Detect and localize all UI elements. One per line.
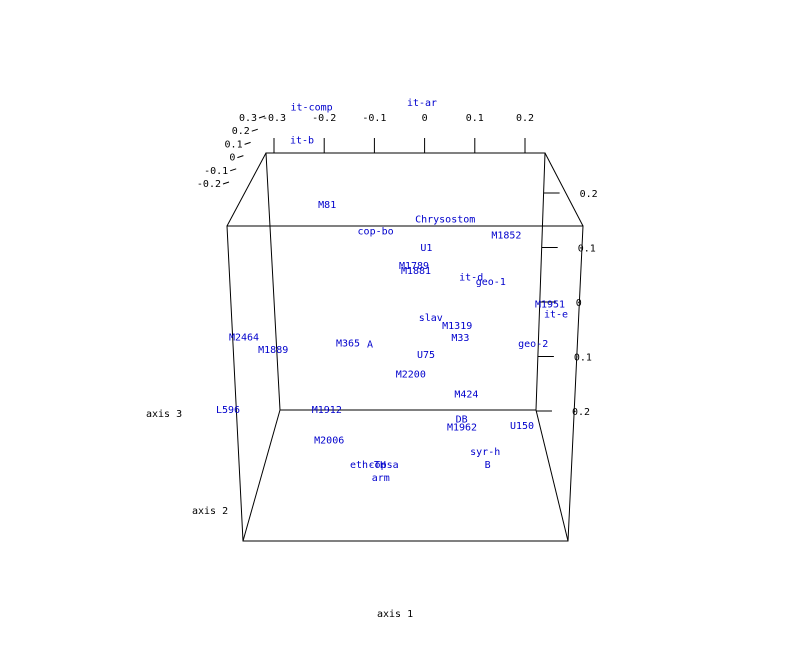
- axis-2-tick: [244, 141, 251, 145]
- point-label: B: [485, 460, 491, 471]
- point-label: eth-TH: [350, 460, 386, 471]
- point-label: M33: [451, 333, 469, 344]
- axis-2-tick-label: 0: [229, 153, 235, 164]
- point-label: M2200: [396, 369, 426, 380]
- box-edge-bottom-right: [535, 409, 569, 542]
- box-edge-top-right: [544, 152, 584, 227]
- point-label: M1912: [312, 405, 342, 416]
- point-label: it-b: [290, 136, 314, 147]
- axis-2-tick-label: -0.2: [197, 179, 221, 190]
- axis-2-tick: [230, 168, 237, 172]
- axis-1-title: axis 1: [377, 609, 413, 620]
- axis-1-tick-label: 0.2: [516, 113, 534, 124]
- point-label: U75: [417, 350, 435, 361]
- axis-2-tick-label: 0.2: [232, 126, 250, 137]
- point-label: L596: [216, 405, 240, 416]
- point-label: A: [367, 340, 373, 351]
- axis-2-title: axis 2: [192, 506, 228, 517]
- point-label: M365: [336, 338, 360, 349]
- axis-1-tick-label: -0.3: [262, 113, 286, 124]
- point-label: cop-bo: [358, 227, 394, 238]
- point-label: it-d: [459, 272, 483, 283]
- axis-2-tick-label: -0.1: [204, 166, 228, 177]
- axis-1-ticks: -0.3 -0.2 -0.1 0 0.1 0.2: [262, 113, 534, 153]
- point-label: M2006: [314, 435, 344, 446]
- point-labels: it-arit-compit-bM81cop-boChrysostomU1M18…: [216, 98, 568, 484]
- point-label: geo-2: [518, 339, 548, 350]
- axis-2-tick-label: 0.1: [225, 139, 243, 150]
- point-label: M1951: [535, 300, 565, 311]
- point-label: M1881: [401, 266, 431, 277]
- axis-2-tick: [251, 128, 258, 132]
- axis-2-ticks: -0.2 -0.10 0.1 0.2 0.3: [197, 113, 266, 190]
- axis-3-tick-label: 0.1: [574, 353, 592, 364]
- point-label: it-ar: [407, 98, 437, 109]
- axis-2-tick-label: 0.3: [239, 113, 257, 124]
- axis-1-tick-label: -0.1: [362, 113, 386, 124]
- box-edge-top-left: [226, 152, 267, 227]
- axis-1-tick-label: -0.2: [312, 113, 336, 124]
- point-label: U1: [420, 243, 432, 254]
- point-label: it-e: [544, 309, 568, 320]
- axis-3-title: axis 3: [146, 409, 182, 420]
- point-label: M81: [318, 200, 336, 211]
- axis-2-tick: [237, 155, 244, 159]
- point-label: M1889: [258, 345, 288, 356]
- point-label: copsa: [369, 460, 399, 471]
- axis-3-tick-label: 0: [576, 298, 582, 309]
- axis-3-tick-label: 0.2: [580, 189, 598, 200]
- point-label: arm: [372, 473, 390, 484]
- axis-3-tick-label: 0.1: [578, 244, 596, 255]
- point-label: it-comp: [291, 103, 333, 114]
- point-label: slav: [419, 313, 443, 324]
- axis-3-tick-label: 0.2: [572, 407, 590, 418]
- axis-2-tick: [258, 115, 266, 119]
- point-label: M1962: [447, 422, 477, 433]
- point-label: Chrysostom: [415, 214, 475, 225]
- axis-1-tick-label: 0: [422, 113, 428, 124]
- point-label: M1319: [442, 321, 472, 332]
- point-label: syr-h: [470, 447, 500, 458]
- box-frame: [226, 152, 584, 542]
- point-label: U150: [510, 421, 534, 432]
- point-label: M1789: [399, 261, 429, 272]
- point-label: DB: [456, 415, 468, 426]
- box-edge-bottom-left: [242, 409, 281, 542]
- axis-3-ticks: 0.2 0.1 0 0.1 0.2: [535, 189, 598, 418]
- axis-2-tick: [222, 181, 230, 185]
- point-label: M1852: [491, 231, 521, 242]
- point-label: geo-1: [476, 277, 506, 288]
- point-label: M2464: [229, 333, 259, 344]
- axis-1-tick-label: 0.1: [466, 113, 484, 124]
- point-label: M424: [454, 389, 478, 400]
